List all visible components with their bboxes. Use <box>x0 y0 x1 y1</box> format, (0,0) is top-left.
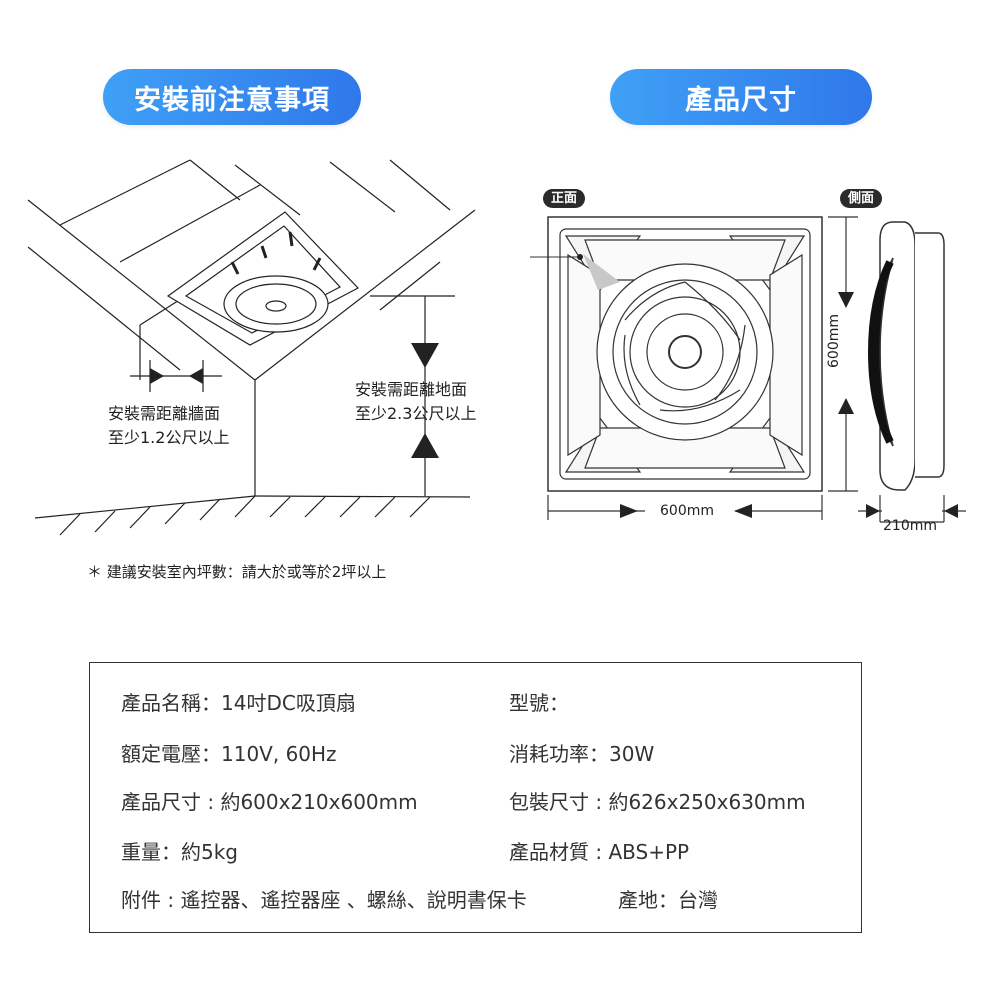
side-view-tag: 側面 <box>840 189 883 208</box>
wall-distance-label-1: 安裝需距離牆面 <box>108 404 221 423</box>
corner-highlight <box>583 254 620 290</box>
spec-accessories: 附件 : 遙控器、遙控器座 、螺絲、說明書保卡 <box>121 888 527 912</box>
arrow-up-icon <box>411 433 439 458</box>
spec-package-size: 包裝尺寸 : 約626x250x630mm <box>509 790 806 814</box>
spec-voltage: 額定電壓：110V, 60Hz <box>121 742 337 766</box>
arrow-down-icon <box>838 292 854 308</box>
arrow-left-icon <box>944 504 958 518</box>
arrow-up-icon <box>838 398 854 414</box>
spec-material: 產品材質 : ABS+PP <box>509 840 690 864</box>
spec-product-name: 產品名稱：14吋DC吸頂扇 <box>121 691 356 715</box>
install-notes-header: 安裝前注意事項 <box>103 69 361 125</box>
arrow-right-icon <box>150 368 164 384</box>
wall-distance-label-2: 至少1.2公尺以上 <box>108 428 230 447</box>
spec-power: 消耗功率：30W <box>509 742 655 766</box>
spec-weight: 重量：約5kg <box>121 840 239 864</box>
wall-distance-marker <box>130 360 222 392</box>
spec-table <box>89 662 862 933</box>
spec-origin: 產地：台灣 <box>618 888 718 912</box>
spec-model: 型號： <box>509 691 569 715</box>
depth-label: 210mm <box>883 518 937 534</box>
floor-distance-label-1: 安裝需距離地面 <box>355 380 468 399</box>
floor-distance-label-2: 至少2.3公尺以上 <box>355 404 477 423</box>
spec-product-size: 產品尺寸 : 約600x210x600mm <box>121 790 418 814</box>
fan-side-view <box>867 221 945 491</box>
arrow-down-icon <box>411 343 439 368</box>
fan-front-view <box>547 216 823 492</box>
width-label: 600mm <box>660 503 714 519</box>
height-dimension <box>828 216 858 492</box>
arrow-right-icon <box>866 504 880 518</box>
ceiling-room-illustration <box>27 159 476 536</box>
product-size-header: 產品尺寸 <box>610 69 872 125</box>
arrow-right-icon <box>620 504 638 518</box>
room-size-note: ＊ 建議安裝室內坪數：請大於或等於2坪以上 <box>87 563 387 581</box>
arrow-left-icon <box>734 504 752 518</box>
front-view-tag: 正面 <box>543 189 586 208</box>
arrow-left-icon <box>189 368 203 384</box>
